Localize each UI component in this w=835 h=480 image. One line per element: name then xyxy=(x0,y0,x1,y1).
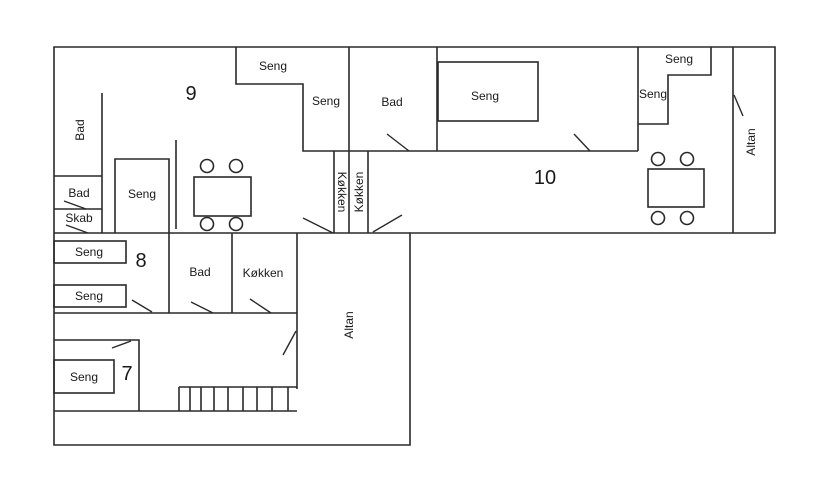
room-label-skab: Skab xyxy=(65,211,93,225)
room-label-bad: Bad xyxy=(68,186,89,200)
door-swing xyxy=(111,340,132,349)
chair xyxy=(679,151,695,167)
unit-number: 9 xyxy=(185,83,196,105)
room-wall xyxy=(54,339,140,411)
door-swing xyxy=(302,217,334,234)
room-label-altan: Altan xyxy=(342,311,356,338)
door-swing xyxy=(733,94,744,117)
room-label-seng: Seng xyxy=(70,370,98,384)
door-swing xyxy=(372,214,403,233)
chair xyxy=(650,151,666,167)
room-label-seng: Seng xyxy=(128,187,156,201)
door-swing xyxy=(282,330,297,356)
bed xyxy=(53,359,115,394)
dining-table xyxy=(193,176,252,217)
bed xyxy=(114,158,170,233)
room-label-kokken: Køkken xyxy=(243,266,284,280)
chair xyxy=(679,210,695,226)
door-swing xyxy=(63,200,87,210)
bed xyxy=(437,61,539,122)
unit-number: 8 xyxy=(135,250,146,272)
door-swing xyxy=(573,133,591,152)
door-swing xyxy=(131,299,153,313)
chair xyxy=(199,216,215,232)
room-label-seng: Seng xyxy=(75,245,103,259)
door-swing xyxy=(65,224,89,234)
room-label-seng: Seng xyxy=(259,59,287,73)
bedroom-wall xyxy=(235,47,349,152)
room-label-bad: Bad xyxy=(189,265,210,279)
chair xyxy=(228,216,244,232)
bed xyxy=(53,240,127,264)
door-swing xyxy=(190,301,214,314)
room-label-seng: Seng xyxy=(312,94,340,108)
chair xyxy=(650,210,666,226)
dining-table xyxy=(647,168,705,208)
door-swing xyxy=(386,133,410,152)
room-label-seng: Seng xyxy=(639,87,667,101)
room-label-kokken: Køkken xyxy=(352,172,366,213)
door-swing xyxy=(249,298,272,314)
room-label-bad: Bad xyxy=(381,95,402,109)
bed xyxy=(53,284,127,308)
unit-number: 7 xyxy=(121,363,132,385)
room-label-seng: Seng xyxy=(665,52,693,66)
outer-wall xyxy=(53,46,776,446)
bedroom-wall xyxy=(637,47,712,151)
room-label-altan: Altan xyxy=(744,128,758,155)
chair xyxy=(228,158,244,174)
room-label-seng: Seng xyxy=(75,289,103,303)
room-label-kokken: Køkken xyxy=(335,172,349,213)
stairs xyxy=(178,386,297,411)
unit-number: 10 xyxy=(534,167,556,189)
room-label-seng: Seng xyxy=(471,89,499,103)
chair xyxy=(199,158,215,174)
room-label-bad: Bad xyxy=(73,119,87,140)
